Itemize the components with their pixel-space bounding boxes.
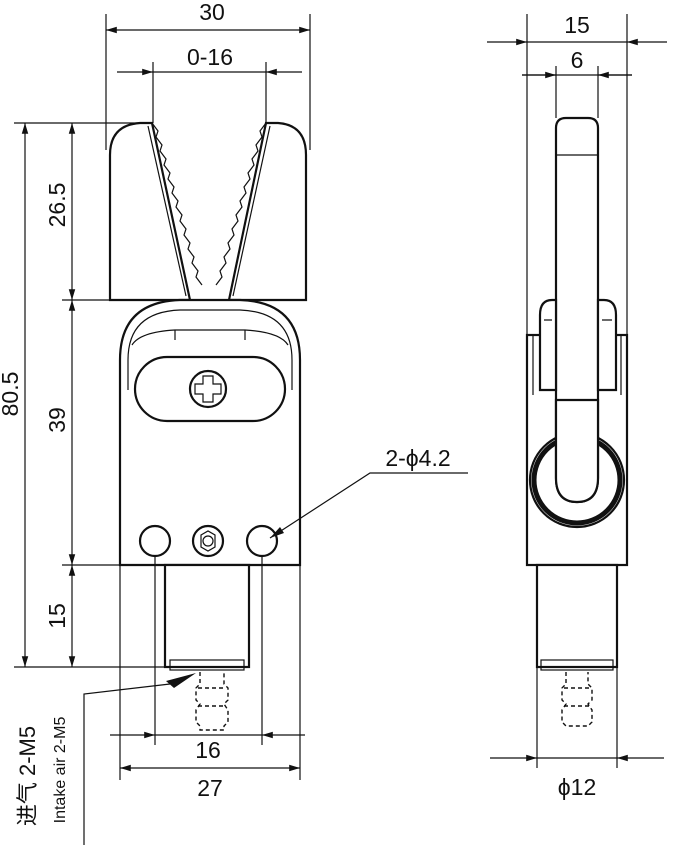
dim-width-total: 30 <box>199 0 225 25</box>
dim-jaw-height: 26.5 <box>44 183 70 228</box>
dim-side-width: 15 <box>564 12 590 38</box>
callout-holes: 2-ϕ4.2 <box>385 445 450 471</box>
dim-side-finger: 6 <box>571 47 584 73</box>
screw-icon <box>188 369 228 409</box>
front-view <box>83 121 308 845</box>
side-view <box>525 116 629 727</box>
right-jaw-teeth <box>215 122 267 286</box>
dim-jaw-opening: 0-16 <box>187 44 233 70</box>
dimension-lines <box>14 14 667 780</box>
base-cylinder <box>163 563 251 669</box>
left-jaw <box>108 121 192 302</box>
dim-body-height: 39 <box>44 407 70 433</box>
adjust-slot <box>133 355 287 423</box>
dim-base-height: 15 <box>44 603 70 629</box>
center-hex-hole <box>191 524 225 558</box>
callout-intake-cn: 进气 2-M5 <box>15 726 40 826</box>
gripper-body <box>118 298 302 567</box>
left-jaw-teeth <box>151 122 203 286</box>
dim-base-width: 27 <box>197 775 223 801</box>
air-fitting <box>195 672 229 731</box>
side-base-cylinder <box>535 563 619 669</box>
dim-height-total: 80.5 <box>0 372 23 417</box>
callout-intake-en: Intake air 2-M5 <box>52 717 69 824</box>
intake-arrow <box>166 673 196 688</box>
dim-hole-spacing: 16 <box>195 737 221 763</box>
right-jaw <box>227 121 308 302</box>
dim-diameter: ϕ12 <box>558 774 596 800</box>
